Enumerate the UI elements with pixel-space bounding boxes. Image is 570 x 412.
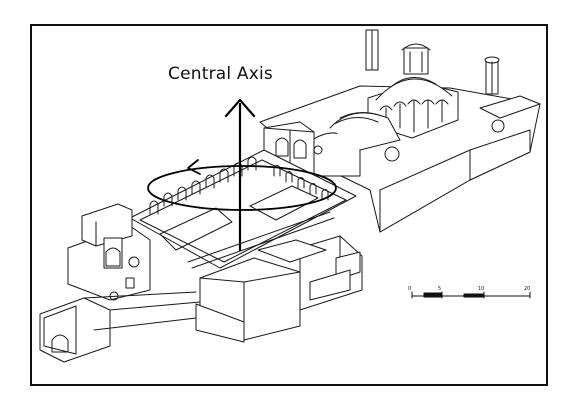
vaulted-hall [311, 112, 505, 177]
scale-bar [411, 291, 531, 299]
left-wing [67, 203, 151, 301]
scale-tick-label: 20 [524, 286, 531, 292]
central-axis-label: Central Axis [168, 64, 273, 84]
rotation-ellipse [147, 159, 337, 211]
scale-tick-label: 10 [478, 286, 485, 292]
lower-left-ramp [39, 291, 201, 363]
scale-tick-label: 5 [438, 286, 442, 292]
scale-tick-label: 0 [408, 286, 412, 292]
central-axis-arrow [224, 98, 256, 252]
towers [365, 29, 500, 95]
front-terraces [195, 235, 363, 343]
courtyard [129, 149, 357, 269]
